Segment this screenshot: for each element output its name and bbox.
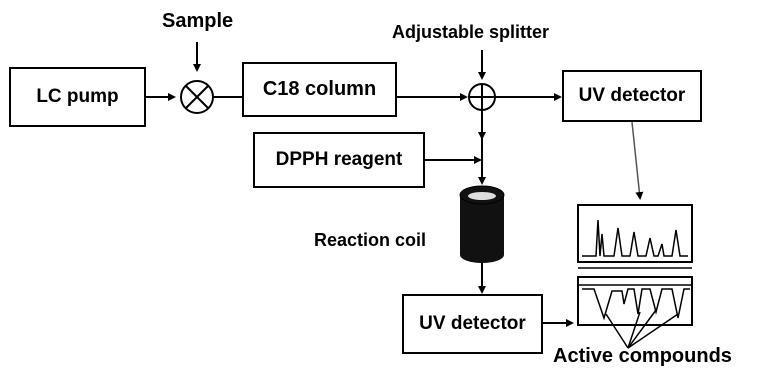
arrow-uv-top-to-chromatogram xyxy=(631,121,644,200)
c18-column-box: C18 column xyxy=(242,62,397,117)
uv-detector-top-box: UV detector xyxy=(562,70,702,122)
uv-chromatogram xyxy=(577,204,693,269)
lc-pump-label: LC pump xyxy=(36,86,119,107)
c18-column-label: C18 column xyxy=(262,78,377,100)
dpph-reagent-label: DPPH reagent xyxy=(275,149,403,170)
dpph-chromatogram xyxy=(577,276,693,326)
adjustable-splitter-label: Adjustable splitter xyxy=(392,22,550,42)
uv-detector-bottom-label: UV detector xyxy=(419,313,526,334)
active-compound-pointers xyxy=(605,309,679,349)
uv-detector-bottom-box: UV detector xyxy=(402,294,543,354)
lc-pump-box: LC pump xyxy=(9,67,146,127)
reaction-coil-label: Reaction coil xyxy=(314,230,427,250)
dpph-reagent-box: DPPH reagent xyxy=(253,132,425,188)
reaction-coil-icon xyxy=(459,185,505,263)
active-compounds-label: Active compounds xyxy=(553,345,732,367)
uv-detector-top-label: UV detector xyxy=(578,85,686,106)
injector-valve-icon xyxy=(180,80,214,114)
sample-label: Sample xyxy=(162,10,234,32)
splitter-icon xyxy=(468,83,496,111)
